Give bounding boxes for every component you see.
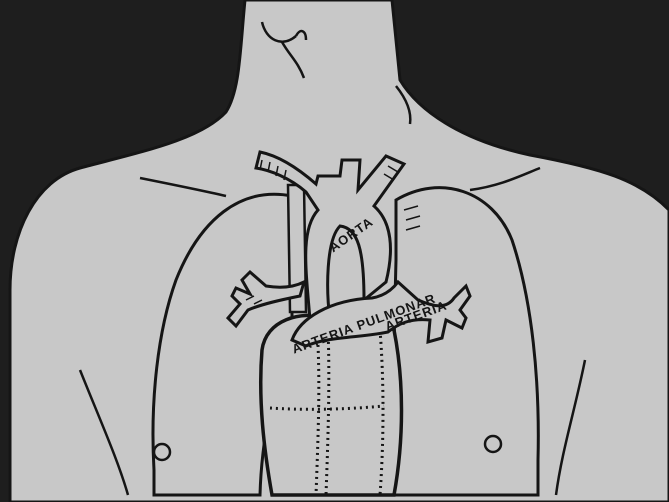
heart-vessels-diagram: AORTA ARTERIA PULMONAR ARTERIA [0, 0, 669, 502]
anatomy-illustration: AORTA ARTERIA PULMONAR ARTERIA [0, 0, 669, 502]
